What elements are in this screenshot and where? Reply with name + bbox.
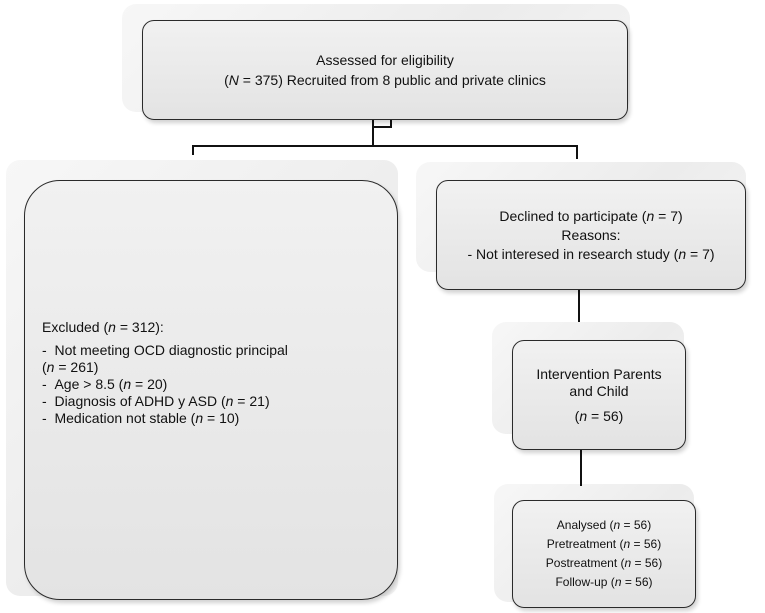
- excluded-item-post: = 20): [131, 376, 168, 392]
- analysed-row-post: = 56): [630, 537, 662, 551]
- assessed-open-paren: (: [224, 72, 229, 88]
- connector-horizontal: [192, 145, 578, 147]
- excluded-item-age: - Age > 8.5 (n = 20): [42, 376, 382, 393]
- excluded-item-dash: -: [42, 342, 47, 358]
- excluded-box: Excluded (n = 312): - Not meeting OCD di…: [24, 180, 398, 600]
- excluded-item-var: n: [225, 393, 234, 409]
- excluded-item-text: Diagnosis of ADHD y ASD (: [54, 393, 226, 409]
- intervention-line2: and Child: [569, 382, 629, 399]
- excluded-item-var: n: [46, 359, 55, 375]
- assessed-detail: (N = 375) Recruited from 8 public and pr…: [224, 70, 546, 90]
- excluded-heading-post: = 312):: [115, 319, 164, 335]
- excluded-item-text: Age > 8.5 (: [54, 376, 124, 392]
- excluded-item-dash: -: [42, 410, 47, 426]
- analysed-row-var: n: [613, 518, 621, 532]
- intervention-count-var: n: [579, 407, 588, 424]
- declined-title: Declined to participate (n = 7): [499, 207, 682, 226]
- assessed-box: Assessed for eligibility (N = 375) Recru…: [142, 20, 628, 120]
- declined-reason-var: n: [678, 245, 687, 262]
- analysed-row: Follow-up (n = 56): [555, 573, 652, 592]
- analysed-row-var: n: [614, 575, 622, 589]
- declined-reason: - Not interesed in research study (n = 7…: [467, 245, 714, 264]
- excluded-item-post: = 261): [54, 359, 99, 375]
- intervention-line1: Intervention Parents: [536, 365, 662, 382]
- analysed-row-pre: Pretreatment (: [546, 537, 624, 551]
- excluded-item-post: = 21): [233, 393, 270, 409]
- excluded-content: Excluded (n = 312): - Not meeting OCD di…: [42, 319, 382, 427]
- excluded-item-text: Medication not stable (: [54, 410, 196, 426]
- declined-reason-post: = 7): [686, 245, 715, 262]
- assessed-title: Assessed for eligibility: [316, 52, 454, 68]
- excluded-item-open: (: [42, 359, 47, 375]
- excluded-heading-var: n: [108, 319, 116, 335]
- analysed-row-pre: Follow-up (: [555, 575, 615, 589]
- excluded-item-ocd: - Not meeting OCD diagnostic principal: [42, 342, 382, 359]
- analysed-row-var: n: [623, 537, 631, 551]
- excluded-item-diagnosis: - Diagnosis of ADHD y ASD (n = 21): [42, 393, 382, 410]
- intervention-box: Intervention Parents and Child (n = 56): [512, 340, 686, 450]
- connector-stub-down: [372, 120, 374, 146]
- intervention-count: (n = 56): [575, 408, 624, 425]
- declined-title-pre: Declined to participate (: [499, 207, 647, 224]
- declined-title-var: n: [646, 207, 655, 224]
- connector-stub-box: [372, 126, 392, 128]
- connector-right-down: [576, 145, 578, 159]
- excluded-heading: Excluded (n = 312):: [42, 319, 382, 336]
- analysed-row-pre: Analysed (: [556, 518, 614, 532]
- declined-reason-pre: - Not interesed in research study (: [467, 245, 679, 262]
- declined-title-post: = 7): [654, 207, 683, 224]
- analysed-row: Pretreatment (n = 56): [547, 535, 661, 554]
- analysed-row-pre: Postreatment (: [545, 556, 625, 570]
- connector-stub-box-right: [390, 120, 392, 128]
- analysed-row: Postreatment (n = 56): [546, 554, 662, 573]
- analysed-row-post: = 56): [620, 518, 652, 532]
- analysed-row-post: = 56): [631, 556, 663, 570]
- excluded-item-ocd-count: (n = 261): [42, 359, 382, 376]
- intervention-count-post: = 56): [587, 407, 624, 424]
- excluded-item-post: = 10): [203, 410, 240, 426]
- excluded-heading-pre: Excluded (: [42, 319, 109, 335]
- assessed-var: N: [228, 72, 239, 88]
- connector-intervention-analysed: [580, 450, 582, 486]
- intervention-count-pre: (: [574, 407, 580, 424]
- excluded-item-dash: -: [42, 376, 47, 392]
- excluded-item-medication: - Medication not stable (n = 10): [42, 410, 382, 427]
- excluded-item-var: n: [123, 376, 132, 392]
- excluded-item-dash: -: [42, 393, 47, 409]
- connector-declined-intervention: [578, 290, 580, 322]
- declined-reasons-label: Reasons:: [561, 226, 621, 243]
- analysed-row-post: = 56): [621, 575, 653, 589]
- excluded-item-text: Not meeting OCD diagnostic principal: [54, 342, 288, 358]
- connector-left-down: [192, 145, 194, 155]
- excluded-item-var: n: [195, 410, 204, 426]
- declined-box: Declined to participate (n = 7) Reasons:…: [436, 180, 746, 290]
- analysed-row: Analysed (n = 56): [557, 516, 651, 535]
- assessed-rest: = 375) Recruited from 8 public and priva…: [238, 72, 546, 88]
- analysed-row-var: n: [624, 556, 632, 570]
- analysed-box: Analysed (n = 56) Pretreatment (n = 56) …: [512, 500, 696, 608]
